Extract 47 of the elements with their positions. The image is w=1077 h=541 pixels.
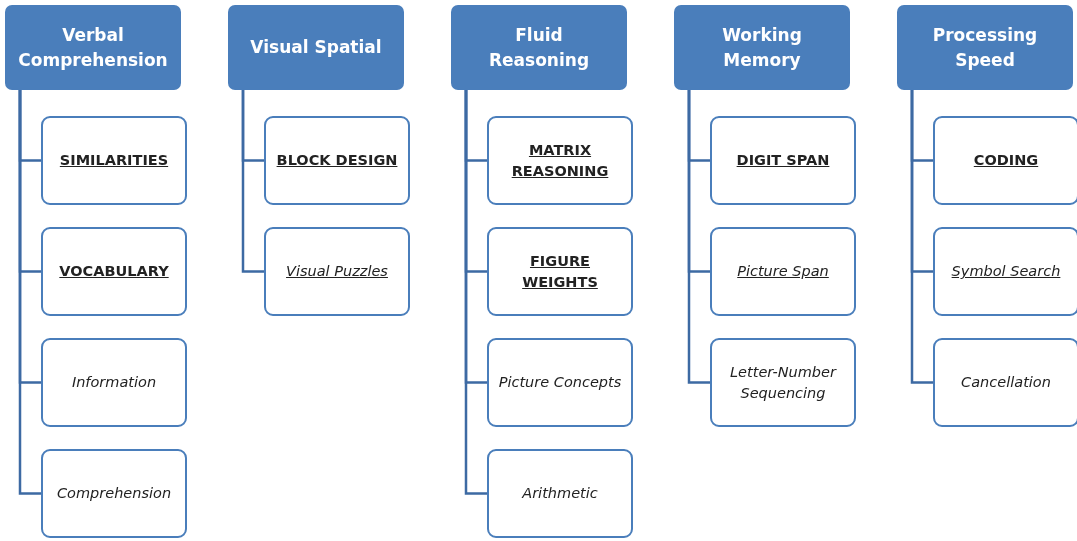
subtest-box <box>487 449 633 538</box>
subtest-name: Letter-Number Sequencing <box>729 362 838 403</box>
index-title: Verbal Comprehension <box>18 23 168 72</box>
subtest-box <box>487 338 633 427</box>
connector-line <box>687 90 710 384</box>
subtest-box <box>264 227 410 316</box>
subtest-box <box>710 338 856 427</box>
index-title: Working Memory <box>721 23 803 72</box>
subtest-box <box>41 338 187 427</box>
subtest-name: MATRIX REASONING <box>510 140 610 181</box>
subtest-box <box>933 227 1077 316</box>
connector-line <box>241 90 264 273</box>
index-header-box <box>451 5 627 90</box>
subtest-box <box>41 116 187 205</box>
subtest-box <box>487 116 633 205</box>
subtest-box <box>710 116 856 205</box>
subtest-name: VOCABULARY <box>59 262 169 281</box>
subtest-name: BLOCK DESIGN <box>276 151 398 170</box>
subtest-name: Information <box>71 373 157 392</box>
index-header-box <box>5 5 181 90</box>
subtest-box <box>933 116 1077 205</box>
subtest-name: Visual Puzzles <box>286 262 388 281</box>
subtest-name: Symbol Search <box>951 262 1061 281</box>
index-header-box <box>228 5 404 90</box>
subtest-name: CODING <box>973 151 1039 170</box>
subtest-name: Comprehension <box>56 484 172 503</box>
subtest-box <box>487 227 633 316</box>
subtest-box <box>41 227 187 316</box>
index-title: Visual Spatial <box>250 36 382 59</box>
subtest-name: Arithmetic <box>522 484 598 503</box>
subtest-name: FIGURE WEIGHTS <box>521 251 599 292</box>
subtest-name: Picture Concepts <box>498 373 622 392</box>
index-header-box <box>674 5 850 90</box>
index-title: Fluid Reasoning <box>487 23 591 72</box>
subtest-name: Picture Span <box>737 262 829 281</box>
index-title: Processing Speed <box>931 23 1039 72</box>
subtest-box <box>264 116 410 205</box>
connector-line <box>18 90 41 495</box>
subtest-name: Cancellation <box>961 373 1051 392</box>
subtest-box <box>710 227 856 316</box>
connector-line <box>464 90 487 495</box>
connector-line <box>910 90 933 384</box>
subtest-name: DIGIT SPAN <box>736 151 830 170</box>
index-header-box <box>897 5 1073 90</box>
subtest-name: SIMILARITIES <box>59 151 169 170</box>
subtest-box <box>41 449 187 538</box>
subtest-box <box>933 338 1077 427</box>
